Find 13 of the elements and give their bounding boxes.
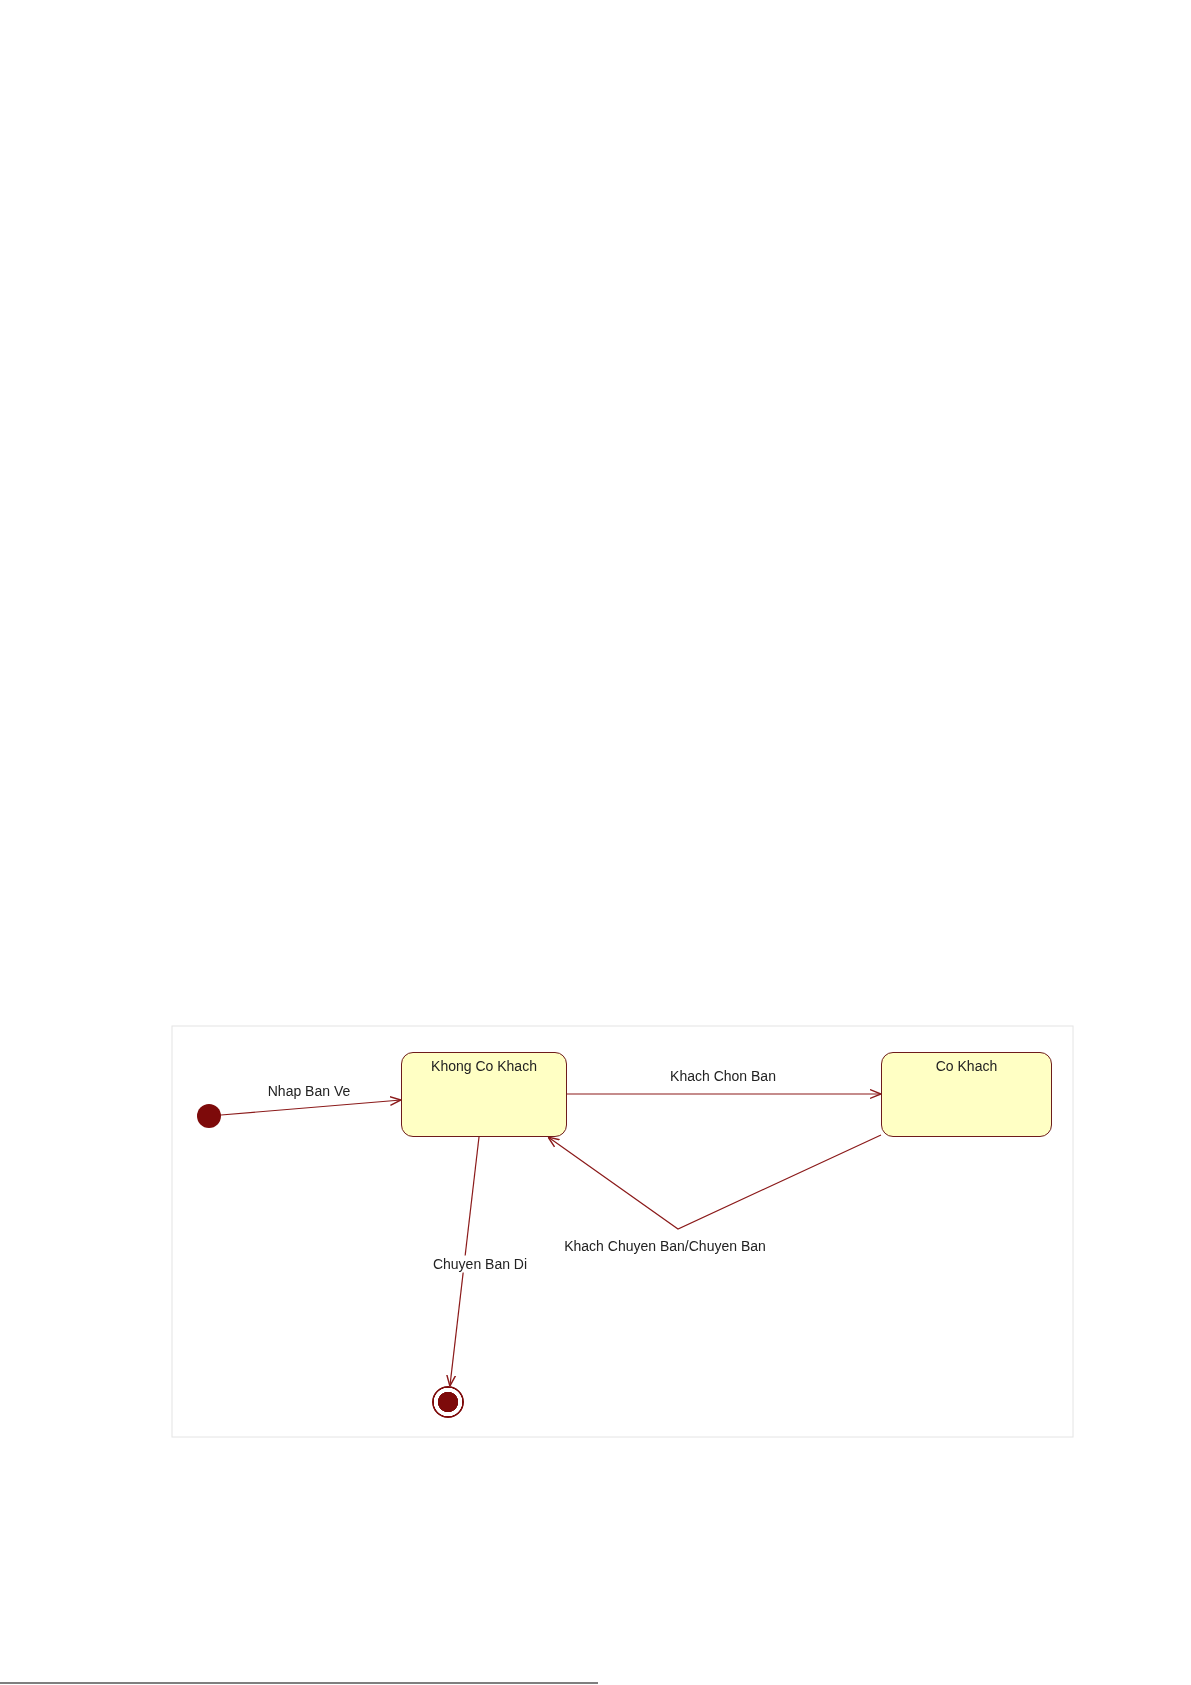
initial-state-dot <box>197 1104 221 1128</box>
state-box <box>401 1052 567 1137</box>
final-state-icon <box>432 1386 464 1418</box>
edge-label: Nhap Ban Ve <box>265 1082 353 1100</box>
edge-label: Khach Chuyen Ban/Chuyen Ban <box>562 1237 768 1255</box>
transition-arrow <box>446 1136 480 1387</box>
transition-arrow <box>547 1134 882 1230</box>
edge-label: Chuyen Ban Di <box>430 1255 530 1273</box>
transition-arrow <box>220 1095 402 1116</box>
state-name: Co Khach <box>935 1058 998 1075</box>
transition-arrow <box>566 1088 882 1100</box>
state-box <box>881 1052 1052 1137</box>
state-name: Khong Co Khach <box>431 1058 537 1075</box>
